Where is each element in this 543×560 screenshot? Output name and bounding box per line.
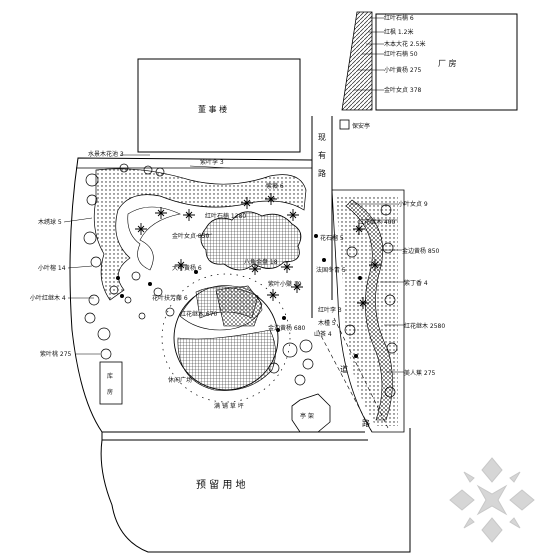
- storage-building: [99, 361, 123, 405]
- top-callout-5: 小叶黄杨 275: [384, 66, 422, 74]
- top-strip-callouts: 红叶石楠 6 红枫 1.2米 木本大花 2.5米 红叶石楠 50 小叶黄杨 27…: [354, 14, 425, 94]
- center-callout-8: 花叶扶芳藤 6: [152, 294, 188, 302]
- center-callout-9: 红花继木 670: [180, 310, 218, 318]
- right-callout-5: 红花继木 2580: [404, 322, 445, 330]
- star-shrubs: [135, 193, 381, 309]
- center-callout-6: 八角金盘 18: [244, 258, 278, 266]
- svg-text:有: 有: [318, 150, 326, 160]
- right-callouts: 小叶女贞 9 红花继木 400 金边黄杨 850 紫丁香 4 红花继木 2580…: [350, 200, 445, 377]
- square-label: 休闲广场: [168, 376, 192, 384]
- right-callout-4: 紫丁香 4: [404, 279, 428, 287]
- svg-text:库: 库: [107, 372, 113, 380]
- guard-house-icon: [339, 119, 350, 130]
- left-callout-5: 紫叶桃 275: [40, 350, 72, 358]
- svg-text:路: 路: [362, 418, 370, 428]
- reserved-land-label: 预 留 用 地: [196, 478, 246, 491]
- office-building-label: 董 事 楼: [198, 104, 227, 114]
- right-callout-2: 红花继木 400: [358, 218, 396, 226]
- lawn-label: 满 铺 草 坪: [214, 402, 244, 410]
- center-callout-2: 紫薇 6: [266, 182, 284, 190]
- left-callouts: 水景木花池 3 木绣球 5 小叶榕 14 小叶红继木 4 紫叶桃 275: [30, 150, 150, 358]
- factory-building: [375, 13, 518, 111]
- factory-label: 厂 房: [438, 58, 457, 68]
- center-callout-10: 金边黄杨 680: [268, 324, 306, 332]
- octagon-pavilion: [291, 393, 331, 433]
- guard-house-label: 保安亭: [352, 122, 370, 130]
- right-callout-1: 小叶女贞 9: [398, 200, 428, 208]
- office-building: [137, 58, 301, 153]
- top-callout-1: 红叶石楠 6: [384, 14, 414, 22]
- road-label: 现 有 路: [318, 133, 326, 178]
- center-callout-4: 金叶女贞 850: [172, 232, 210, 240]
- center-callout-5: 大叶黄杨 6: [172, 264, 202, 272]
- top-callout-2: 红枫 1.2米: [384, 28, 413, 36]
- left-callout-2: 木绣球 5: [38, 218, 62, 226]
- top-callout-4: 红叶石楠 50: [384, 50, 418, 58]
- walk-label: 道 路: [340, 364, 370, 428]
- left-callout-1: 水景木花池 3: [88, 150, 124, 158]
- site-boundary: [69, 157, 411, 553]
- svg-text:道: 道: [340, 364, 348, 374]
- center-callout-15: 红叶李 3: [318, 306, 342, 314]
- center-callout-11: 花石榴 5: [320, 234, 344, 242]
- storage-label: 库 房: [107, 372, 113, 396]
- right-callout-3: 金边黄杨 850: [402, 247, 440, 255]
- right-hedge-band: [345, 199, 393, 421]
- shrub-mass-cloud: [200, 211, 302, 271]
- hedge-strip-top: [341, 11, 373, 111]
- center-callout-3: 红叶石楠 1280: [205, 212, 246, 220]
- small-shrubs: [116, 234, 362, 358]
- center-callout-13: 木槿 5: [318, 319, 336, 327]
- pavilion: [215, 285, 263, 327]
- svg-text:路: 路: [318, 168, 326, 178]
- pavilion-label: 亭 架: [300, 412, 314, 420]
- center-callout-1: 紫叶李 3: [200, 158, 224, 166]
- svg-text:房: 房: [107, 388, 113, 396]
- top-callout-6: 金叶女贞 378: [384, 86, 422, 94]
- center-callout-14: 山茶 4: [314, 330, 332, 338]
- center-callouts: 紫叶李 3 紫薇 6 红叶石楠 1280 金叶女贞 850 大叶黄杨 6 八角金…: [152, 158, 346, 338]
- right-callout-6: 美人蕉 275: [404, 369, 436, 377]
- tree-symbols: [83, 163, 398, 398]
- left-callout-4: 小叶红继木 4: [30, 294, 66, 302]
- left-callout-3: 小叶榕 14: [38, 264, 66, 272]
- svg-text:现: 现: [318, 133, 326, 142]
- center-callout-7: 紫叶小檗 19: [268, 280, 302, 288]
- center-callout-12: 法国冬青 5: [316, 266, 346, 274]
- watermark-logo: [449, 457, 535, 543]
- top-callout-3: 木本大花 2.5米: [384, 40, 425, 48]
- winding-hedge: [93, 168, 307, 301]
